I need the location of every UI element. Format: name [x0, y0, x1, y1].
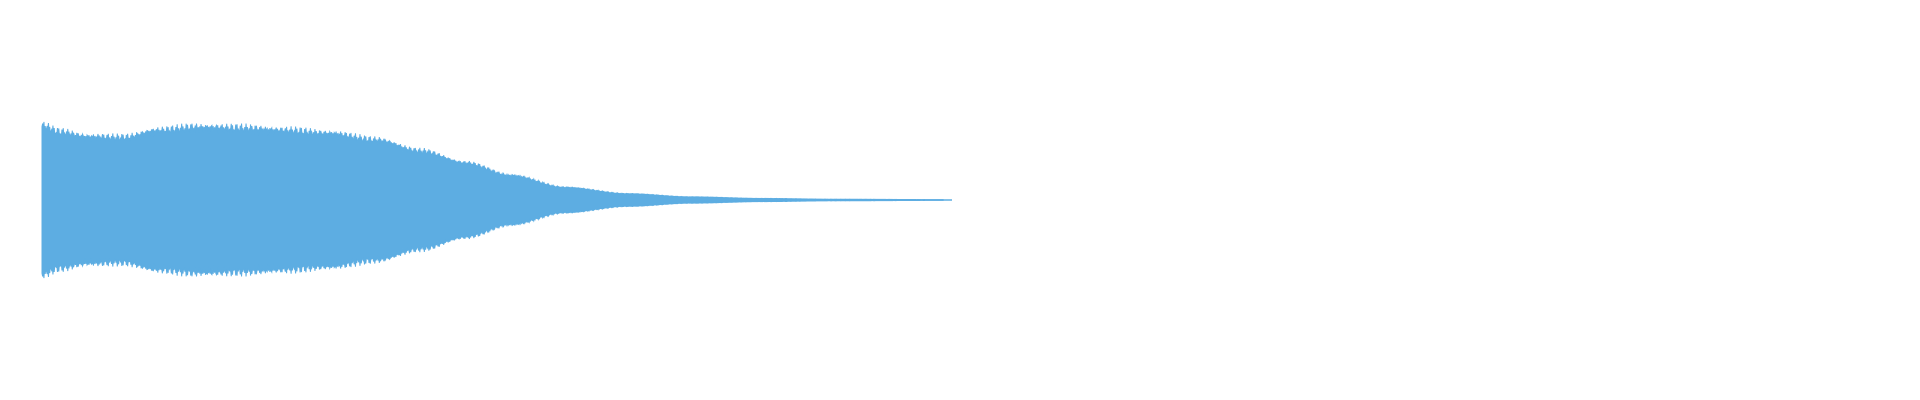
waveform-shape — [41, 121, 944, 279]
